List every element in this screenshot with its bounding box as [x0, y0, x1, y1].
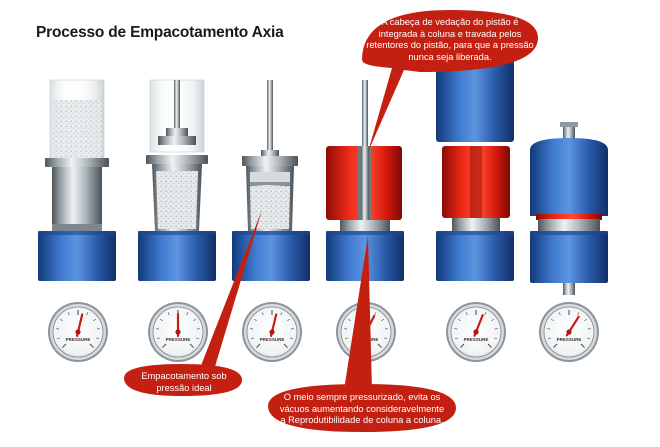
callout-piston-seal-text: A cabeça de vedação do pistão é integrad…	[366, 17, 534, 62]
callout-piston-seal	[362, 10, 538, 152]
callout-optimal-pressure	[124, 210, 262, 396]
gauge-label: PRESSURE	[66, 337, 91, 342]
pressure-gauge-5: PRESSURE	[446, 302, 506, 362]
callout-optimal-pressure-text: Empacotamento sob pressão ideal	[141, 371, 227, 393]
callout-always-pressurized-text: O meio sempre pressurizado, evita os vác…	[279, 392, 445, 426]
callout-always-pressurized	[268, 236, 456, 432]
stage-1-column	[38, 79, 116, 281]
pressure-gauge-3: PRESSURE	[242, 302, 302, 362]
stage-6-column	[530, 122, 608, 295]
gauge-label: PRESSURE	[166, 337, 191, 342]
pressure-gauge-2: PRESSURE	[148, 302, 208, 362]
pressure-gauge-6: PRESSURE	[539, 302, 599, 362]
stage-2-column	[138, 79, 216, 281]
gauge-label: PRESSURE	[464, 337, 489, 342]
gauge-label: PRESSURE	[260, 337, 285, 342]
stage-4-column	[326, 80, 404, 281]
diagram-title: Processo de Empacotamento Axia	[36, 24, 284, 41]
stage-5-column	[436, 60, 514, 281]
stage-3-column	[232, 80, 310, 281]
pressure-gauges: PRESSURE PRESSURE PRESSURE PRESSURE PRESSURE…	[48, 302, 599, 362]
pressure-gauge-1: PRESSURE	[48, 302, 108, 362]
gauge-label: PRESSURE	[557, 337, 582, 342]
